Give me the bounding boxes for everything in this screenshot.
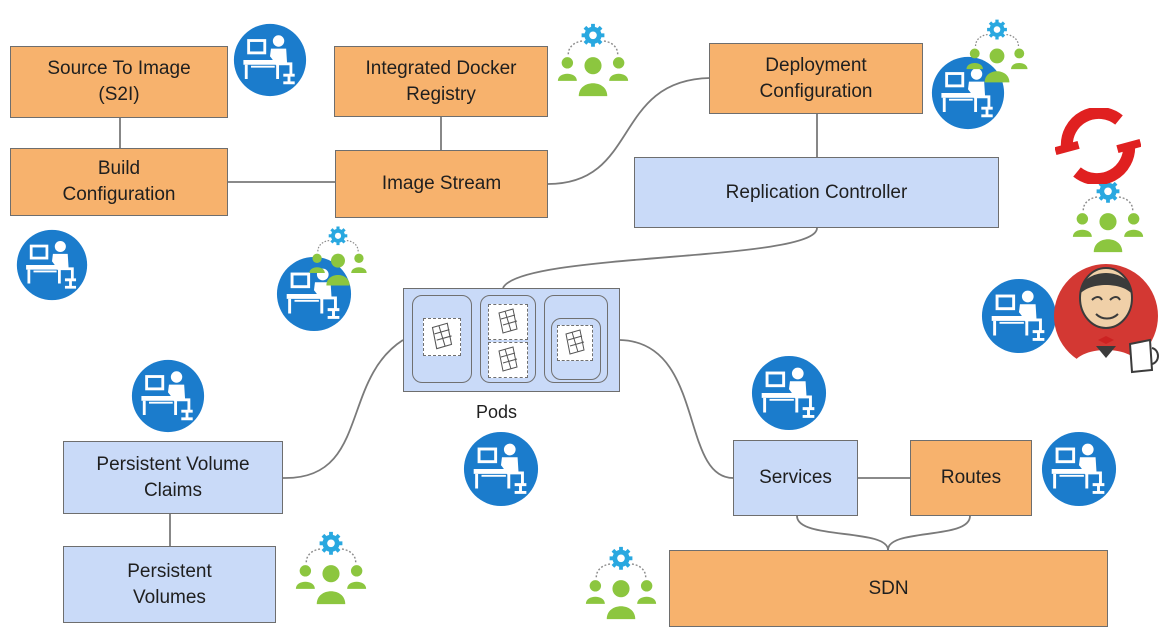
connector-imagestream-deploy xyxy=(547,77,711,185)
operator-team-gear-icon xyxy=(962,18,1032,84)
node-build-configuration: Build Configuration xyxy=(10,148,228,216)
developer-at-desk-icon xyxy=(750,354,828,432)
openshift-logo-icon xyxy=(1055,108,1141,184)
container-image-icon xyxy=(423,318,461,356)
node-integrated-docker-registry: Integrated Docker Registry xyxy=(334,46,548,117)
node-replication-controller: Replication Controller xyxy=(634,157,999,228)
operator-team-gear-icon xyxy=(555,22,631,98)
operator-team-gear-icon xyxy=(583,545,659,621)
node-services: Services xyxy=(733,440,858,516)
pod-2 xyxy=(480,295,536,383)
operator-team-gear-icon xyxy=(305,225,371,287)
node-image-stream: Image Stream xyxy=(335,150,548,218)
connector-replication-pods xyxy=(502,227,818,289)
node-persistent-volume-claims: Persistent Volume Claims xyxy=(63,441,283,514)
jenkins-butler-icon xyxy=(1054,264,1159,374)
pod-3 xyxy=(544,295,608,383)
node-persistent-volumes: Persistent Volumes xyxy=(63,546,276,623)
pods-group xyxy=(403,288,620,392)
node-source-to-image: Source To Image (S2I) xyxy=(10,46,228,118)
connector-pods-pvc xyxy=(282,339,404,479)
pod-1 xyxy=(412,295,472,383)
container-image-icon xyxy=(557,325,593,361)
operator-team-gear-icon xyxy=(293,530,369,606)
operator-team-gear-icon xyxy=(1070,178,1146,254)
pods-label: Pods xyxy=(476,402,518,422)
connector-routes-sdn xyxy=(887,515,971,551)
developer-at-desk-icon xyxy=(15,228,89,302)
container-image-icon xyxy=(488,304,528,340)
developer-at-desk-icon xyxy=(130,358,206,434)
developer-at-desk-icon xyxy=(462,430,540,508)
node-routes: Routes xyxy=(910,440,1032,516)
node-deployment-configuration: Deployment Configuration xyxy=(709,43,923,114)
connector-services-sdn xyxy=(796,515,889,551)
pod-3-inner xyxy=(551,318,601,380)
container-image-icon xyxy=(488,342,528,378)
developer-at-desk-icon xyxy=(980,277,1058,355)
connector-pods-services xyxy=(619,339,734,479)
developer-at-desk-icon xyxy=(1040,430,1118,508)
node-sdn: SDN xyxy=(669,550,1108,627)
developer-at-desk-icon xyxy=(232,22,308,98)
